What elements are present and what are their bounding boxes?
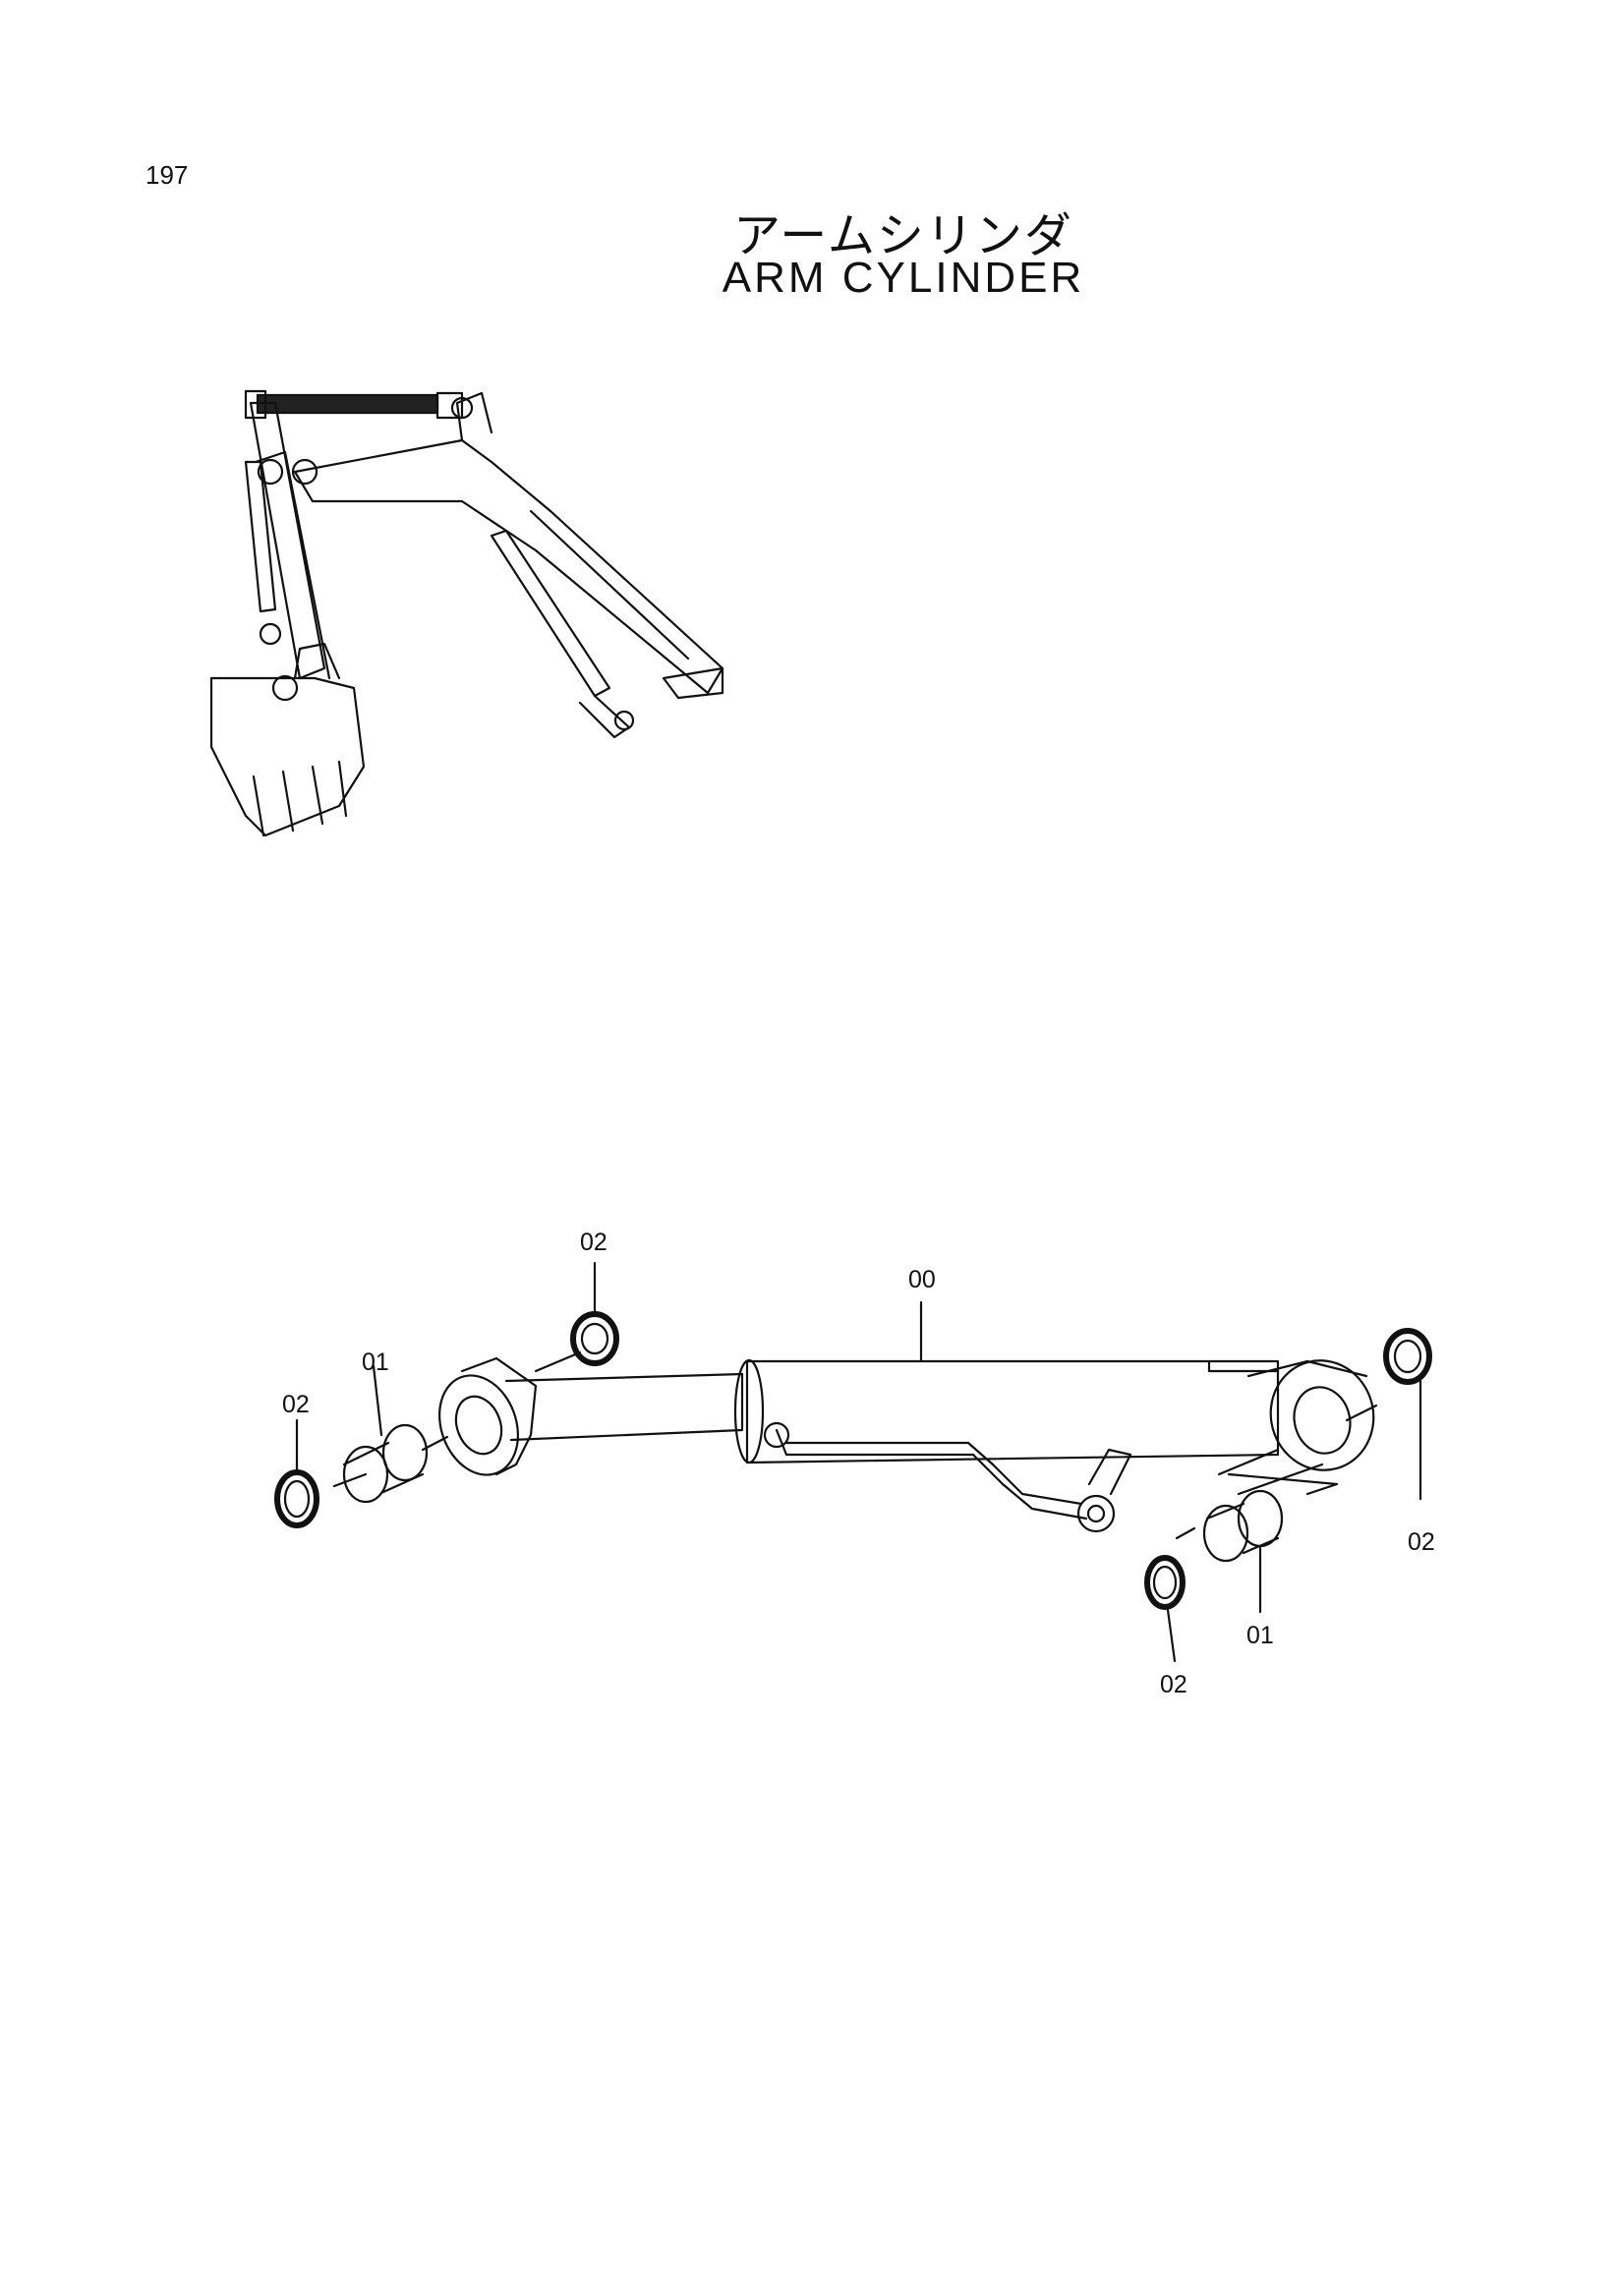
seal-top [570, 1311, 619, 1366]
piston-rod [504, 1372, 744, 1442]
cylinder-tube [745, 1359, 1280, 1464]
seal-right [1383, 1328, 1432, 1385]
title-english: ARM CYLINDER [722, 254, 1085, 302]
callout-02-bottom-seal: 02 [1160, 1671, 1187, 1698]
callout-01-left-bushing: 01 [362, 1349, 389, 1376]
callout-02-left-seal: 02 [282, 1391, 310, 1418]
callout-01-bottom-bushing: 01 [1246, 1622, 1274, 1649]
rod-end-eye [438, 1374, 519, 1476]
hydraulic-pipe [775, 1428, 1088, 1521]
page-number: 197 [145, 160, 189, 190]
bushing-left [342, 1445, 389, 1504]
bushing-bottom [1202, 1504, 1249, 1563]
callout-02-right-seal: 02 [1408, 1528, 1435, 1556]
seal-bottom [1144, 1555, 1186, 1610]
callout-02-top-seal: 02 [580, 1229, 608, 1256]
title-japanese: アームシリンダ [733, 208, 1073, 263]
callout-00-arm-cylinder: 00 [908, 1266, 936, 1293]
pipe-clamp [1076, 1494, 1116, 1533]
